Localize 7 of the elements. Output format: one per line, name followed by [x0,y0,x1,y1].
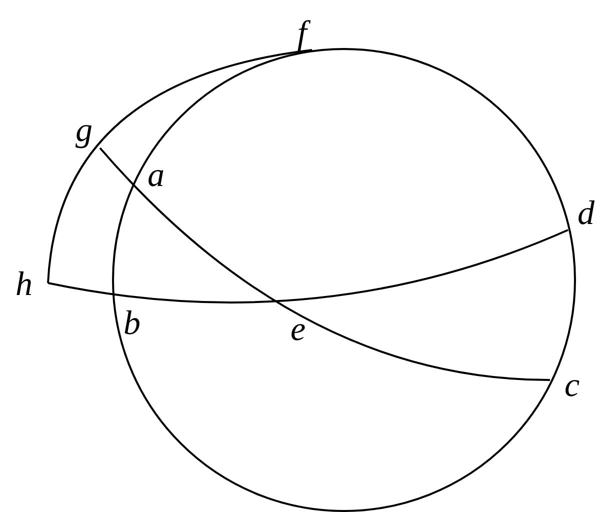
point-label: c [564,369,580,403]
point-label: h [16,268,32,302]
point-label: a [148,159,164,193]
point-label: g [76,114,92,148]
point-label: e [290,313,306,347]
point-label: d [578,197,594,231]
point-label: b [124,307,140,341]
